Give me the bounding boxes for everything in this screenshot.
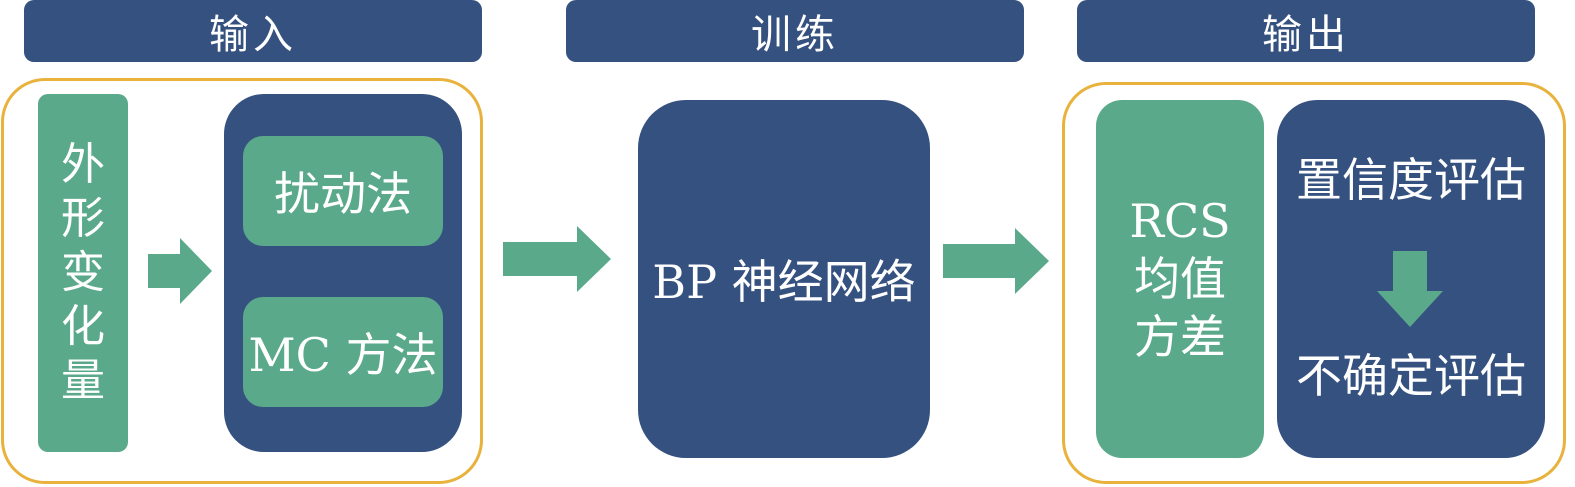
uncertainty-eval: 不确定评估 (1277, 342, 1545, 404)
arrow-right-icon (503, 226, 611, 292)
rcs-label: RCS (1129, 194, 1231, 248)
header-train: 训练 (566, 0, 1024, 62)
shape-variation-char: 变 (61, 247, 105, 298)
method-mc-label: MC 方法 (248, 328, 438, 382)
header-input-label: 输入 (209, 12, 297, 58)
shape-variation-label: 外形变化量 (61, 138, 105, 408)
confidence-eval: 置信度评估 (1277, 146, 1545, 208)
arrow-right-icon (943, 228, 1049, 294)
confidence-eval-label: 置信度评估 (1296, 153, 1526, 207)
shape-variation-char: 量 (61, 355, 105, 406)
header-input: 输入 (24, 0, 482, 62)
arrow-right-icon (148, 238, 212, 304)
rcs-variance-label: 方差 (1134, 310, 1226, 364)
method-perturbation: 扰动法 (243, 136, 443, 246)
arrow-down-icon (1377, 251, 1443, 327)
header-train-label: 训练 (751, 12, 839, 58)
bp-network-box: BP 神经网络 (638, 100, 930, 458)
header-output-label: 输出 (1262, 12, 1350, 58)
shape-variation-char: 外 (61, 139, 105, 190)
uncertainty-eval-label: 不确定评估 (1296, 349, 1526, 403)
rcs-stats-box: RCS 均值 方差 (1096, 100, 1264, 458)
method-perturbation-label: 扰动法 (274, 167, 412, 221)
shape-variation-char: 化 (61, 301, 105, 352)
rcs-mean-label: 均值 (1134, 252, 1226, 306)
method-mc: MC 方法 (243, 297, 443, 407)
bp-network-label: BP 神经网络 (652, 255, 916, 309)
shape-variation-box: 外形变化量 (38, 94, 128, 452)
shape-variation-char: 形 (61, 193, 105, 244)
header-output: 输出 (1077, 0, 1535, 62)
